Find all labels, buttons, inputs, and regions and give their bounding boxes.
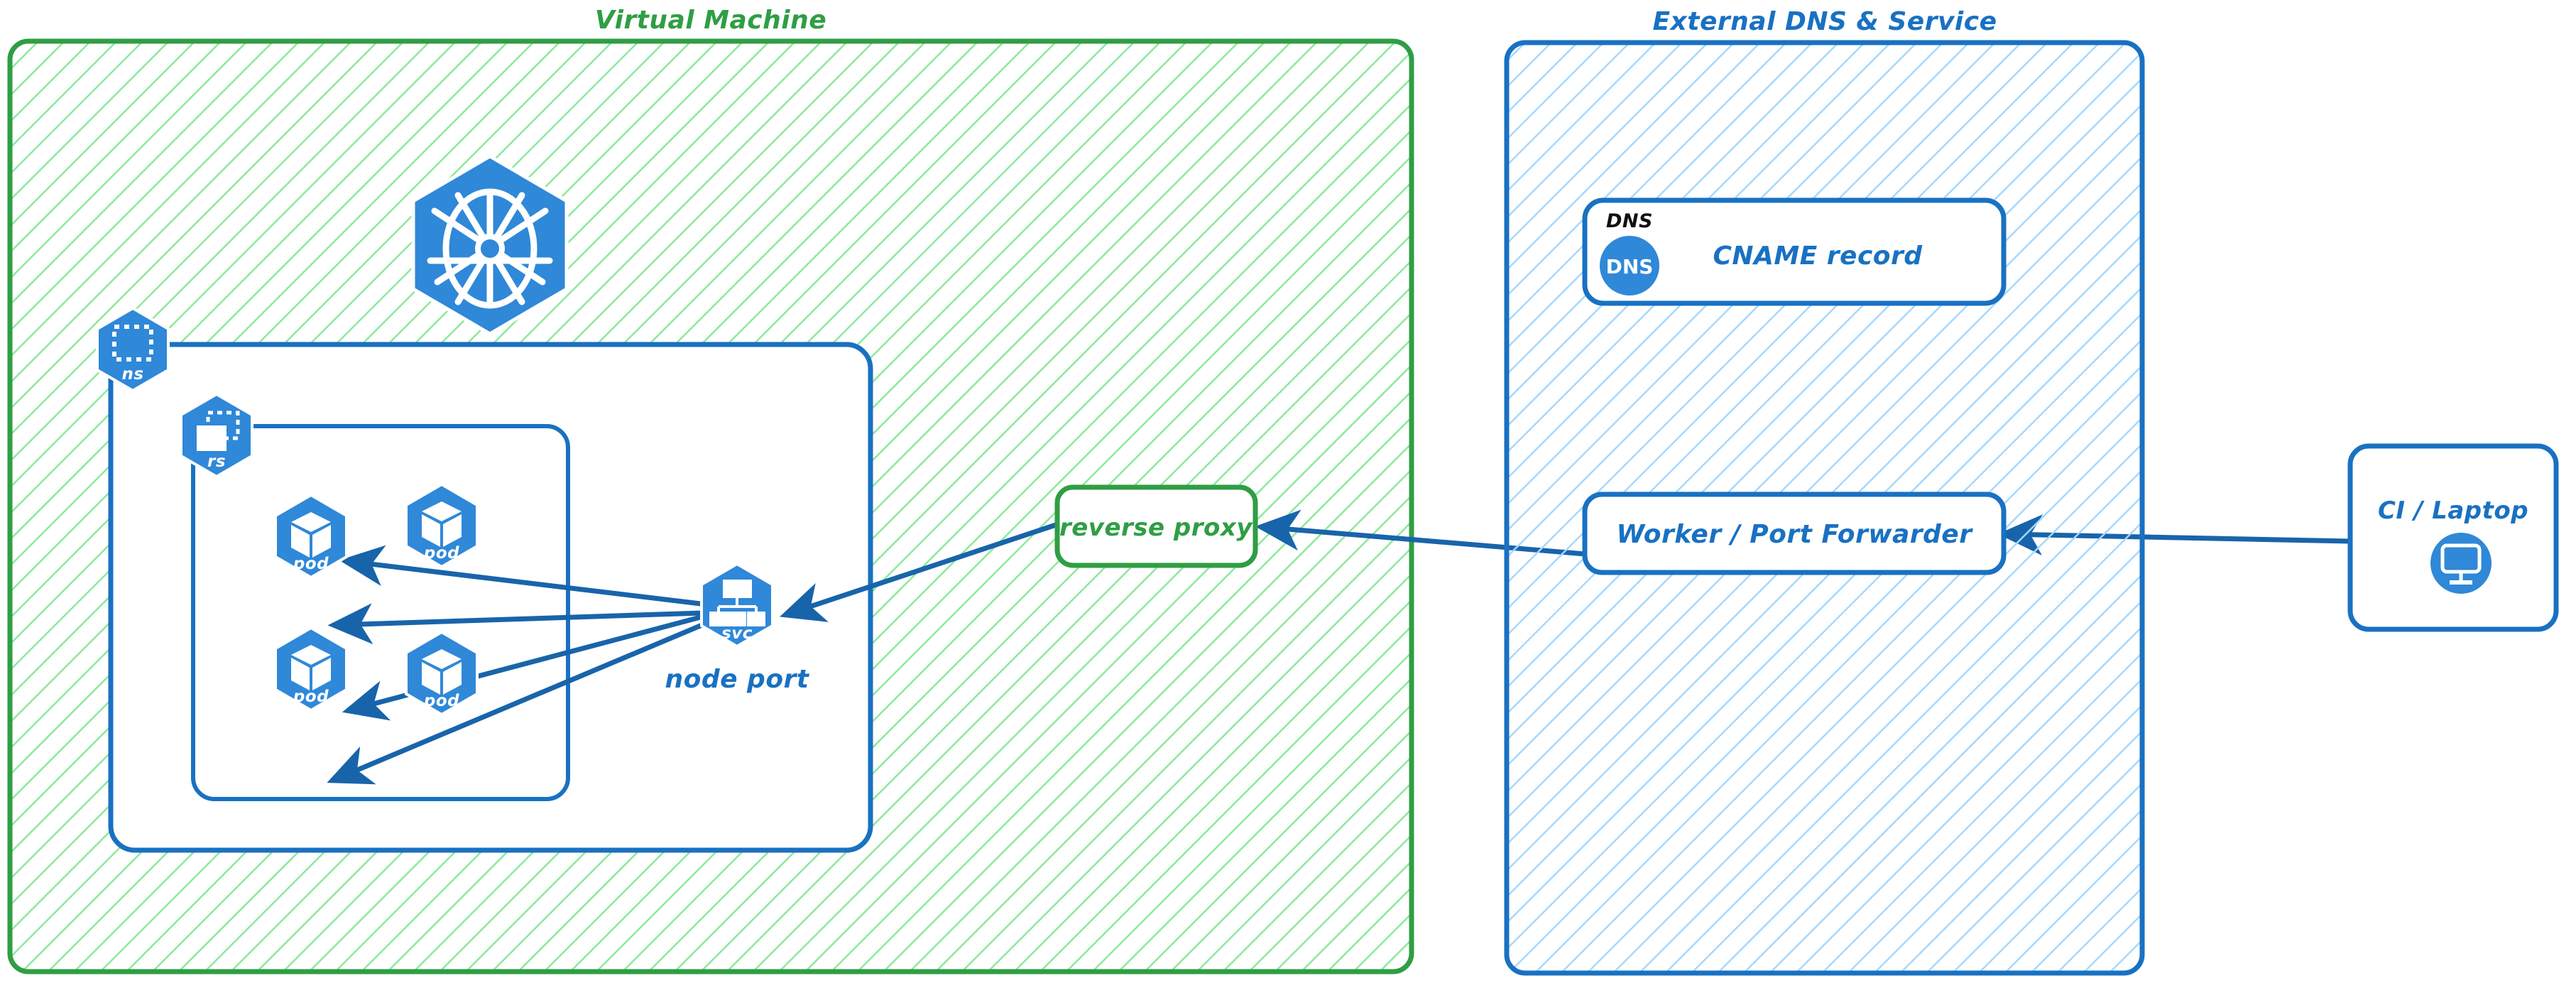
dns-chip-label: DNS: [1606, 255, 1654, 278]
dns-card-rect[interactable]: [1582, 197, 2007, 306]
replicaset-box[interactable]: [191, 424, 570, 801]
pod-caption: pod: [423, 544, 459, 563]
pod-icon-3[interactable]: pod: [274, 626, 348, 712]
pod-icon-1[interactable]: pod: [274, 493, 348, 580]
reverse-proxy-rect[interactable]: [1054, 484, 1258, 568]
node-port-label: node port: [665, 665, 809, 694]
vm-panel-title: Virtual Machine: [595, 6, 826, 35]
worker-port-forwarder-box[interactable]: Worker / Port Forwarder: [1582, 492, 2007, 575]
kubernetes-rs-icon[interactable]: rs: [180, 392, 253, 479]
panel-external-dns-service: External DNS & Service: [1504, 7, 2145, 976]
pod-icon-2[interactable]: pod: [405, 482, 479, 569]
dns-card[interactable]: DNS DNS CNAME record: [1582, 197, 2007, 306]
ns-caption: ns: [121, 365, 143, 384]
kubernetes-wheel-icon: [411, 154, 569, 336]
reverse-proxy-label: reverse proxy: [1059, 514, 1253, 542]
kubernetes-ns-icon[interactable]: ns: [96, 306, 170, 393]
worker-label: Worker / Port Forwarder: [1617, 520, 1974, 549]
cname-record-label: CNAME record: [1713, 241, 1923, 271]
svc-caption: svc: [721, 624, 753, 643]
rs-caption: rs: [207, 452, 226, 471]
reverse-proxy-box[interactable]: reverse proxy: [1054, 484, 1258, 568]
kubernetes-svc-icon[interactable]: svc: [700, 562, 774, 648]
dns-card-header: DNS: [1606, 210, 1653, 232]
desktop-monitor-icon: [2430, 533, 2492, 594]
external-panel-title: External DNS & Service: [1652, 7, 1997, 36]
edge-svc-to-pod-2: [339, 545, 731, 610]
edge-svc-to-pod-3: [327, 612, 727, 785]
pod-caption: pod: [293, 555, 329, 573]
pod-caption: pod: [423, 692, 459, 710]
edge-svc-to-pod-1: [327, 603, 725, 645]
ci-laptop-label: CI / Laptop: [2378, 496, 2528, 525]
worker-rect[interactable]: [1582, 492, 2007, 575]
pod-caption: pod: [293, 688, 329, 706]
ci-laptop-box[interactable]: CI / Laptop: [2347, 443, 2559, 632]
dns-chip-icon: DNS: [1600, 236, 1659, 295]
pod-icon-4[interactable]: pod: [405, 630, 479, 717]
edge-reverse-proxy-to-node-port: [780, 521, 1059, 622]
